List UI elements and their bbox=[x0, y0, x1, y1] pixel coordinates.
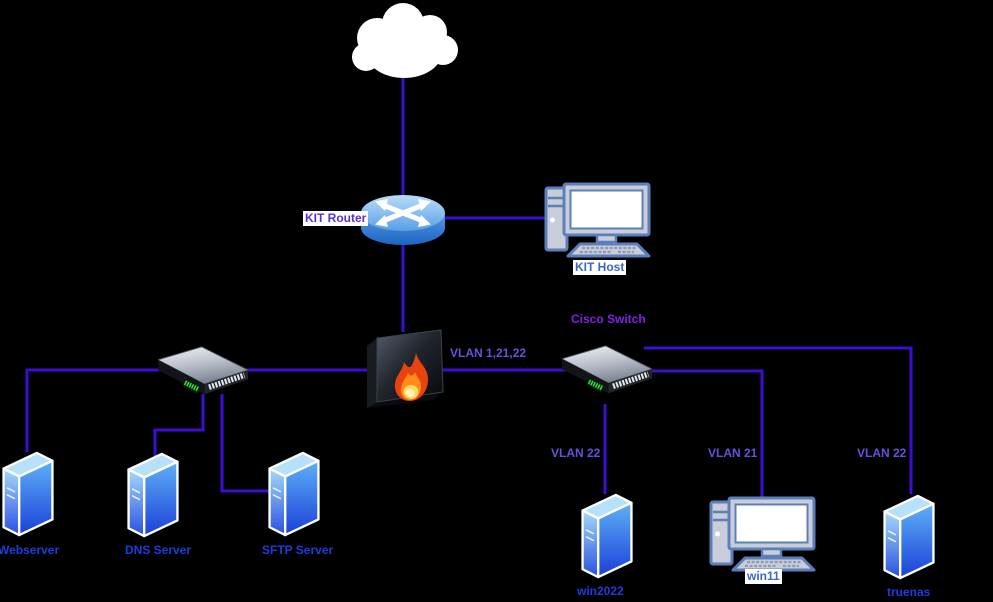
webserver-icon[interactable] bbox=[2, 451, 54, 537]
label-win2022: win2022 bbox=[577, 584, 624, 598]
label-sftp-server: SFTP Server bbox=[262, 543, 334, 557]
edges-layer bbox=[25, 78, 913, 506]
label-cisco-switch: Cisco Switch bbox=[571, 312, 646, 326]
edge-ciscoswitch-win11 bbox=[649, 369, 764, 506]
dns-server-icon[interactable] bbox=[127, 452, 179, 538]
edge-ciscoswitch-truenas bbox=[644, 346, 913, 494]
edge-leftswitch-dnsserver bbox=[153, 394, 205, 468]
label-truenas: truenas bbox=[887, 585, 931, 599]
left-switch-icon[interactable] bbox=[158, 347, 248, 394]
win2022-server-icon[interactable] bbox=[581, 493, 633, 579]
edge-label-vlan22-right: VLAN 22 bbox=[857, 446, 907, 460]
sftp-server-icon[interactable] bbox=[268, 451, 320, 537]
edge-leftswitch-sftpserver bbox=[220, 394, 270, 493]
cisco-switch-icon[interactable] bbox=[562, 346, 652, 393]
edge-label-vlan21: VLAN 21 bbox=[708, 446, 758, 460]
label-kit-host: KIT Host bbox=[573, 260, 627, 275]
win11-desktop-icon[interactable] bbox=[709, 496, 816, 572]
edge-leftswitch-webserver bbox=[25, 368, 162, 452]
label-win11: win11 bbox=[745, 569, 782, 584]
edge-label-vlan-trunk: VLAN 1,21,22 bbox=[450, 346, 527, 360]
label-webserver: Webserver bbox=[0, 543, 60, 557]
label-kit-router: KIT Router bbox=[303, 211, 369, 226]
kit-router-icon[interactable] bbox=[361, 195, 445, 245]
truenas-server-icon[interactable] bbox=[883, 494, 935, 580]
edge-label-vlan22-left: VLAN 22 bbox=[551, 446, 601, 460]
kit-host-desktop-icon[interactable] bbox=[544, 182, 651, 258]
label-dns-server: DNS Server bbox=[125, 543, 192, 557]
internet-cloud-icon[interactable] bbox=[352, 3, 458, 78]
firewall-icon[interactable] bbox=[366, 329, 444, 409]
